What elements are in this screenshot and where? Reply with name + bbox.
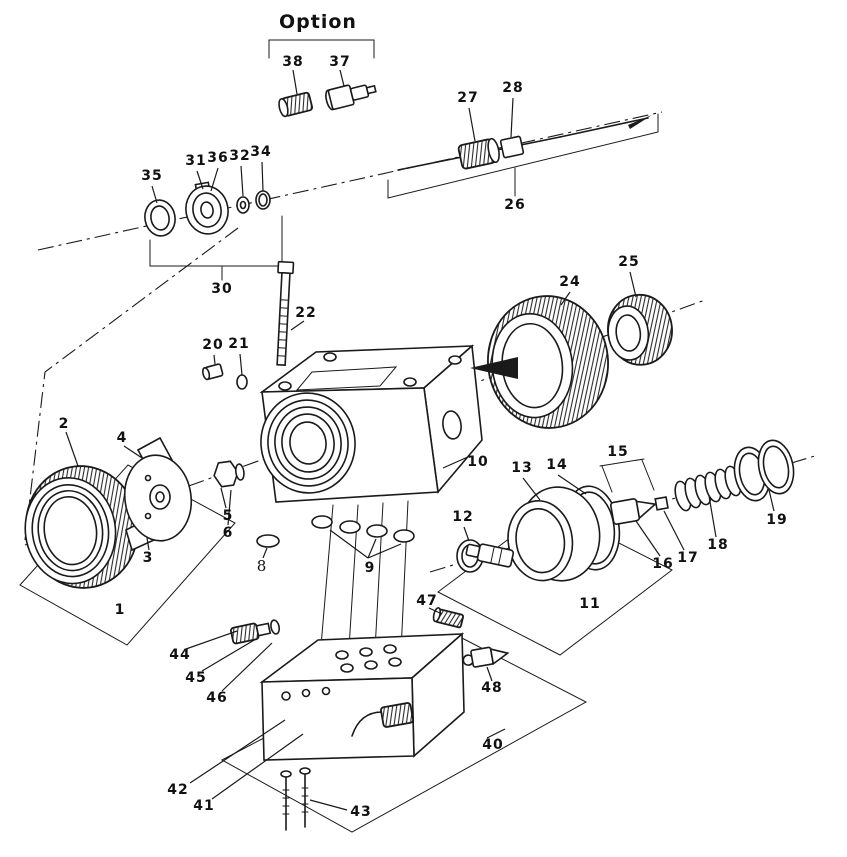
part-22-bolt-graphic [276,260,295,366]
part-19-rings-graphic [733,439,795,502]
part-43-screws-graphic [280,767,311,831]
part-9-graphic [311,515,415,543]
part-35-graphic [144,199,176,237]
part-38-graphic [278,91,314,118]
part-28-graphic [499,135,525,159]
part-27-graphic [457,137,500,170]
part-47-graphic [432,607,465,629]
part-44-45-46-graphic [230,619,281,645]
part-16-graphic [610,498,658,525]
part-18-spring-graphic [674,465,742,512]
part-5-6-graphic [213,460,245,488]
option-title: Option [279,11,357,33]
leader-lines [65,69,775,811]
part-3-4-aircap-graphic [123,436,193,552]
part-37-graphic [325,84,377,111]
part-31-36-graphic [185,181,229,235]
alignment-lines [320,500,409,653]
part-10-body-graphic [259,344,483,503]
part-8-graphic [256,534,280,548]
part-25-graphic [607,293,673,366]
part-24-arrow [470,357,518,379]
part-48-graphic [462,646,510,668]
part-32-graphic [236,196,250,214]
part-34-graphic [255,190,271,210]
part-1-ring-graphic [24,465,140,589]
group-frames [19,39,673,833]
part-20-graphic [201,363,224,381]
part-21-graphic [236,374,248,390]
part-13-piston-graphic [465,486,601,582]
part-17-graphic [654,496,669,511]
part-41-42-block-graphic [259,632,465,761]
